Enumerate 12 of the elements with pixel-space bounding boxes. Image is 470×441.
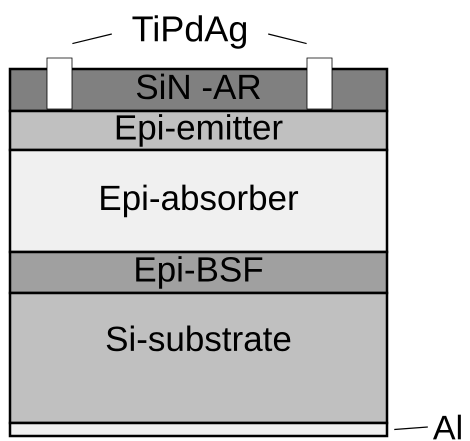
material-label: Al bbox=[432, 414, 461, 440]
contact-finger bbox=[46, 58, 72, 110]
bsf-layer: Epi-BSF bbox=[8, 250, 388, 294]
substrate-layer: Si-substrate bbox=[8, 292, 388, 424]
absorber-layer: Epi-absorber bbox=[8, 148, 388, 254]
material-label: TiPdAg bbox=[132, 15, 246, 49]
leader-line bbox=[394, 426, 428, 430]
back-contact-layer bbox=[8, 422, 388, 438]
leader-line bbox=[268, 33, 307, 44]
contact-finger bbox=[306, 58, 332, 110]
emitter-layer: Epi-emitter bbox=[8, 110, 388, 152]
leader-line bbox=[72, 33, 112, 44]
